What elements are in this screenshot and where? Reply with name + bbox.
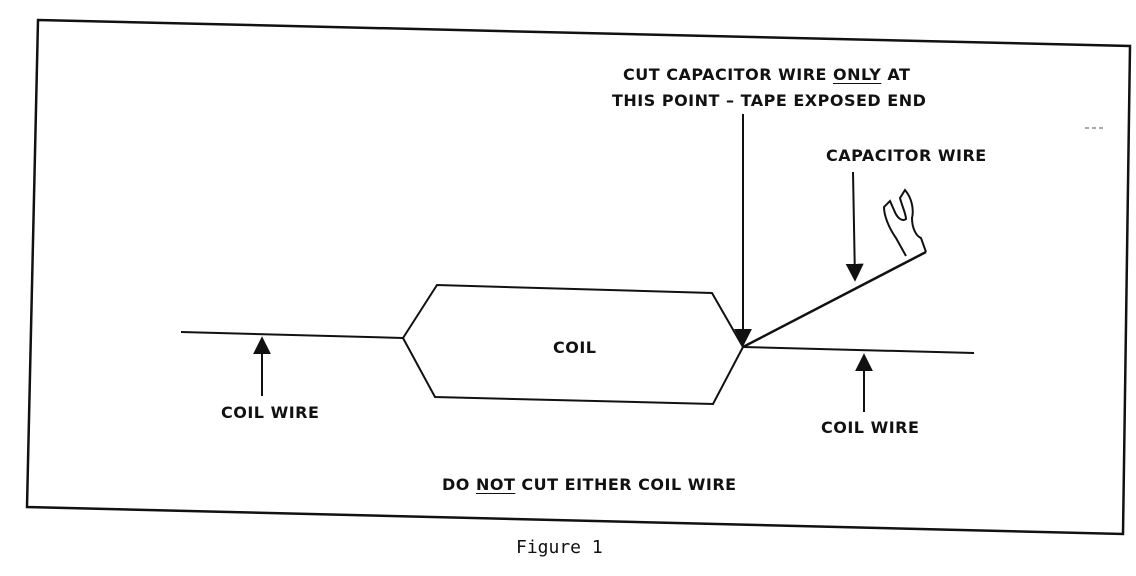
coil-wire-right — [742, 346, 975, 354]
capacitor-wire — [742, 250, 927, 349]
capacitor-wire-arrow — [845, 171, 864, 282]
capacitor-wire-label: CAPACITOR WIRE — [826, 146, 987, 165]
figure-caption: Figure 1 — [516, 537, 603, 558]
warning-note: DO NOT CUT EITHER COIL WIRE — [442, 474, 737, 496]
figure-frame — [25, 18, 1132, 536]
cut-instruction-line2: THIS POINT – TAPE EXPOSED END — [612, 91, 927, 110]
cut-instruction-text-c: AT — [881, 65, 911, 84]
warning-text-a: DO — [442, 475, 476, 494]
cut-instruction-line1: CUT CAPACITOR WIRE ONLY AT — [623, 64, 910, 86]
coil-wire-right-label: COIL WIRE — [821, 418, 920, 437]
coil-label: COIL — [553, 338, 597, 357]
cut-instruction-emphasis: ONLY — [833, 65, 882, 84]
warning-text-c: CUT EITHER COIL WIRE — [515, 475, 737, 494]
cut-instruction-text-a: CUT CAPACITOR WIRE — [623, 65, 834, 84]
warning-emphasis: NOT — [475, 475, 516, 494]
coil-wire-left-label: COIL WIRE — [221, 403, 320, 422]
coil-wire-left — [180, 331, 404, 339]
fork-terminal-icon — [882, 188, 927, 257]
